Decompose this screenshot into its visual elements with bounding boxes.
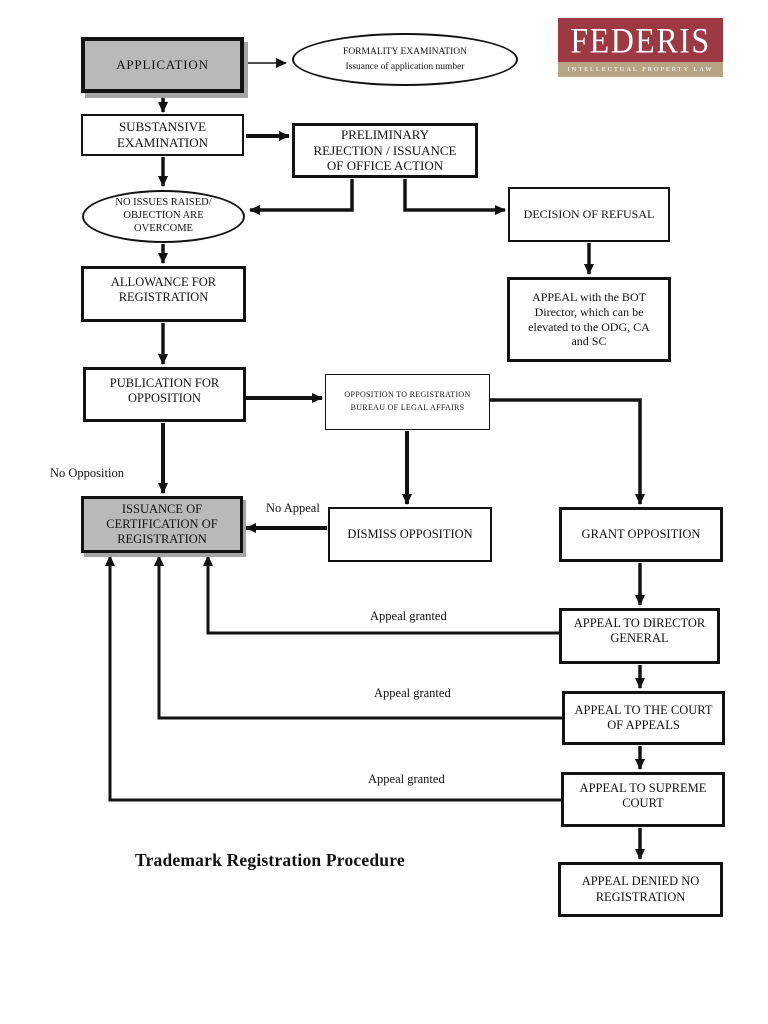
- node-appeal-bot-director: APPEAL with the BOT Director, which can …: [507, 277, 671, 362]
- logo-wordmark-bar: FEDERIS: [558, 18, 723, 62]
- edge-label-appeal-granted-2: Appeal granted: [374, 686, 451, 700]
- logo-wordmark: FEDERIS: [570, 19, 711, 60]
- node-label: APPEAL TO DIRECTOR GENERAL: [573, 616, 706, 646]
- federis-logo: FEDERIS INTELLECTUAL PROPERTY LAW: [558, 18, 723, 77]
- node-label: OPPOSITION TO REGISTRATION BUREAU OF LEG…: [344, 390, 471, 412]
- node-label: PRELIMINARY REJECTION / ISSUANCE OF OFFI…: [313, 126, 457, 174]
- node-label: APPEAL DENIED NO REGISTRATION: [581, 874, 700, 904]
- node-label: ISSUANCE OF CERTIFICATION OF REGISTRATIO…: [106, 501, 218, 547]
- node-application: APPLICATION: [81, 37, 244, 93]
- node-label: APPEAL TO SUPREME COURT: [579, 781, 707, 811]
- node-opposition-to-registration: OPPOSITION TO REGISTRATION BUREAU OF LEG…: [325, 374, 490, 430]
- node-allowance-for-registration: ALLOWANCE FOR REGISTRATION: [81, 266, 246, 322]
- node-appeal-denied: APPEAL DENIED NO REGISTRATION: [558, 862, 723, 917]
- node-label: APPEAL with the BOT Director, which can …: [528, 290, 650, 349]
- node-grant-opposition: GRANT OPPOSITION: [559, 507, 723, 562]
- logo-tagline-bar: INTELLECTUAL PROPERTY LAW: [558, 62, 723, 77]
- node-appeal-to-supreme-court: APPEAL TO SUPREME COURT: [561, 772, 725, 827]
- node-label: APPEAL TO THE COURT OF APPEALS: [574, 702, 713, 732]
- node-label: GRANT OPPOSITION: [581, 526, 701, 541]
- logo-tagline: INTELLECTUAL PROPERTY LAW: [567, 66, 714, 73]
- edge-supreme-issuance: [105, 555, 561, 802]
- node-publication-for-opposition: PUBLICATION FOR OPPOSITION: [83, 367, 246, 422]
- node-issuance-of-certification: ISSUANCE OF CERTIFICATION OF REGISTRATIO…: [81, 496, 243, 553]
- diagram-title: Trademark Registration Procedure: [135, 850, 405, 870]
- node-no-issues-raised: NO ISSUES RAISED/ OBJECTION ARE OVERCOME: [82, 190, 245, 243]
- node-preliminary-rejection: PRELIMINARY REJECTION / ISSUANCE OF OFFI…: [292, 123, 478, 178]
- node-label: SUBSTANSIVE EXAMINATION: [117, 119, 208, 150]
- edge-label-appeal-granted-1: Appeal granted: [370, 609, 447, 623]
- node-label: NO ISSUES RAISED/ OBJECTION ARE OVERCOME: [115, 197, 212, 234]
- node-label: DECISION OF REFUSAL: [523, 207, 655, 222]
- node-label: DISMISS OPPOSITION: [347, 526, 473, 541]
- node-label: ALLOWANCE FOR REGISTRATION: [110, 275, 217, 305]
- node-label: APPLICATION: [116, 57, 209, 73]
- node-dismiss-opposition: DISMISS OPPOSITION: [328, 507, 492, 562]
- node-label: PUBLICATION FOR OPPOSITION: [109, 376, 220, 406]
- edge-label-appeal-granted-3: Appeal granted: [368, 772, 445, 786]
- edge-label-no-appeal: No Appeal: [266, 501, 320, 515]
- node-label: FORMALITY EXAMINATION: [343, 47, 467, 58]
- edge-court-issuance: [154, 555, 562, 720]
- node-sublabel: Issuance of application number: [345, 61, 465, 72]
- node-formality-examination: FORMALITY EXAMINATION Issuance of applic…: [292, 33, 518, 86]
- node-appeal-to-court-of-appeals: APPEAL TO THE COURT OF APPEALS: [562, 691, 725, 745]
- node-decision-of-refusal: DECISION OF REFUSAL: [508, 187, 670, 242]
- node-substansive-examination: SUBSTANSIVE EXAMINATION: [81, 114, 244, 156]
- edge-label-no-opposition: No Opposition: [50, 466, 124, 480]
- edge-preliminary-decision: [403, 179, 506, 215]
- edge-preliminary-noissues: [249, 179, 354, 215]
- edge-opposition-grant: [490, 398, 645, 505]
- node-appeal-to-director-general: APPEAL TO DIRECTOR GENERAL: [559, 608, 720, 664]
